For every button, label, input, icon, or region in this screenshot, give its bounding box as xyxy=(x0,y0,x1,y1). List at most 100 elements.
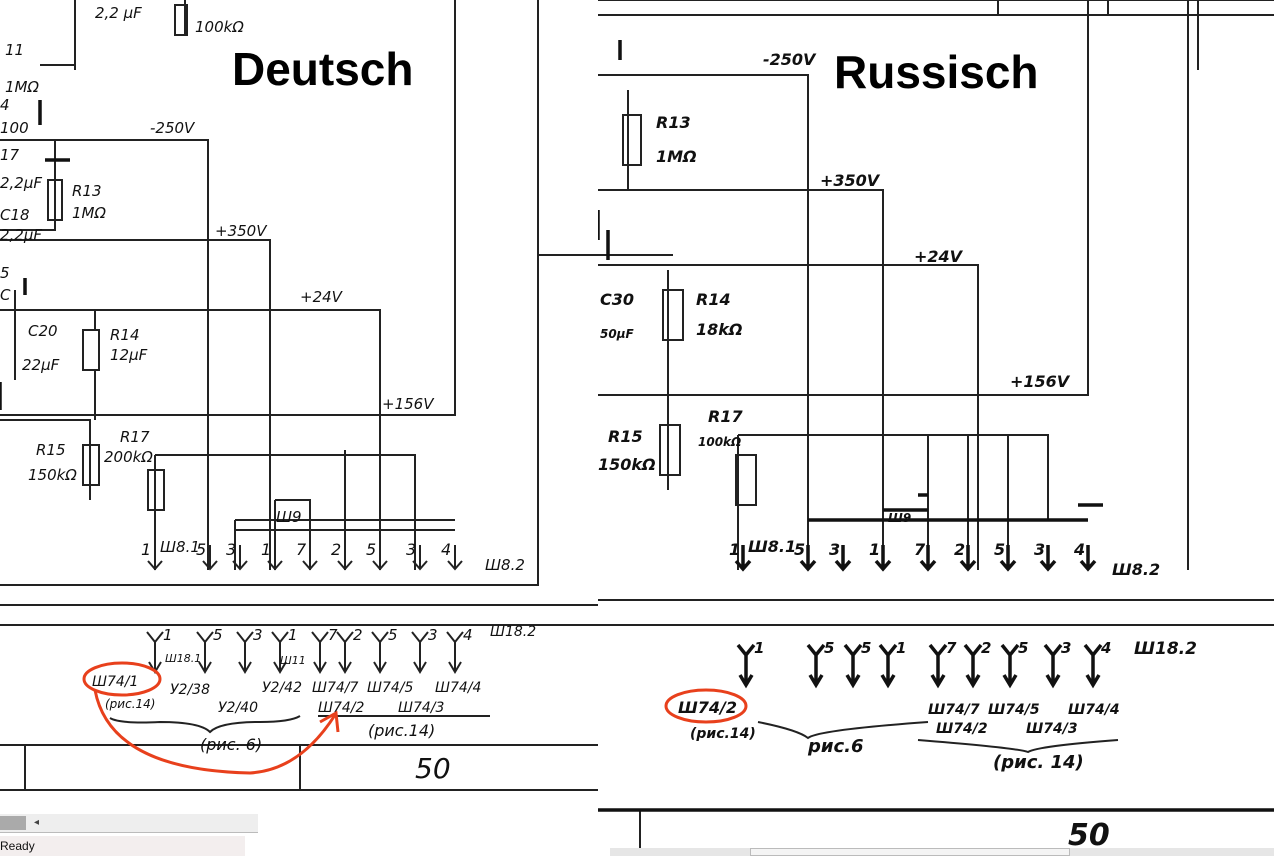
pin-number: 5 xyxy=(861,639,871,657)
label: 100kΩ xyxy=(195,18,244,36)
pin-number: 3 xyxy=(829,540,840,559)
pin-number: 5 xyxy=(1018,639,1028,657)
status-bar: Ready xyxy=(0,836,245,856)
pin-number: 3 xyxy=(226,540,236,559)
label: 22μF xyxy=(22,356,60,374)
label: Ш18.2 xyxy=(1134,639,1197,659)
connector-pin: 3 xyxy=(226,540,248,571)
connector-pin: 4 xyxy=(1073,540,1097,572)
connector-pin: 3 xyxy=(406,540,428,571)
connector-fork-pin: 1 xyxy=(736,639,764,689)
pin-number: 3 xyxy=(406,540,416,559)
scrollbar-thumb[interactable] xyxy=(0,816,26,830)
label: (рис.14) xyxy=(690,726,756,742)
connector-pin: 7 xyxy=(914,540,937,572)
label: Ш74/2 xyxy=(678,698,737,717)
pin-number: 2 xyxy=(353,626,363,644)
scroll-left-icon[interactable]: ◂ xyxy=(34,817,40,828)
connector-fork-pin: 3 xyxy=(236,626,263,674)
label: 100kΩ xyxy=(698,435,741,449)
pin-number: 4 xyxy=(441,540,451,559)
label: C18 xyxy=(0,206,30,224)
label: 100 xyxy=(0,119,29,137)
language-label: Russisch xyxy=(834,46,1039,98)
red-annotation xyxy=(664,688,748,724)
connector-fork-pin: 3 xyxy=(411,626,438,674)
label: (рис. 6) xyxy=(200,735,262,754)
pin-number: 3 xyxy=(1061,639,1071,657)
label: 17 xyxy=(0,146,20,164)
label: -250V xyxy=(763,50,817,69)
label: 18kΩ xyxy=(696,320,743,339)
red-annotation xyxy=(82,661,340,775)
connector-fork-pin: 5 xyxy=(1000,639,1028,689)
label: R15 xyxy=(36,441,66,459)
connector-pin: 1 xyxy=(729,540,752,572)
wires xyxy=(0,0,598,791)
label: Ш74/5 xyxy=(988,702,1040,718)
label: Ш74/2 xyxy=(936,721,988,737)
connector-label: Ш9 xyxy=(888,511,911,525)
label: Ш74/3 xyxy=(1026,721,1078,737)
label: 200kΩ xyxy=(104,448,153,466)
label: (рис.14) xyxy=(368,721,435,740)
connector-fork-pin: 2 xyxy=(336,626,363,674)
pin-number: 1 xyxy=(869,540,880,559)
label: (рис.14) xyxy=(105,697,155,711)
label: рис.6 xyxy=(807,736,864,757)
scrollbar-thumb[interactable] xyxy=(750,848,1070,856)
russian-schematic: Russisch -250V R13 1MΩ +350V +24V C30 50… xyxy=(598,0,1274,853)
connector-pin: 5 xyxy=(794,540,817,572)
label: 50μF xyxy=(600,327,635,341)
connector-fork-pin: 5 xyxy=(371,626,398,674)
pin-number: 1 xyxy=(896,639,906,657)
pin-number: 7 xyxy=(914,540,926,559)
connector-label: Ш8.1 xyxy=(748,537,796,556)
pin-number: 2 xyxy=(981,639,991,657)
status-text: Ready xyxy=(0,839,35,853)
label: Ш74/3 xyxy=(398,700,444,716)
connector-label: Ш8.2 xyxy=(1112,560,1160,579)
bottom-labels: Ш18.2 Ш18.1 Ш11 Ш74/1 (рис.14) У2/38 У2/… xyxy=(92,624,536,785)
label: -250V xyxy=(150,119,196,137)
pin-number: 1 xyxy=(288,626,298,644)
connector-label: Ш9 xyxy=(276,508,302,526)
connector-fork-pin: 5 xyxy=(843,639,871,689)
connector-pin: 7 xyxy=(296,540,318,571)
connector-fork-pin: 2 xyxy=(963,639,991,689)
connector-pin: 1 xyxy=(869,540,892,572)
label: 150kΩ xyxy=(28,466,77,484)
label: +156V xyxy=(1010,372,1071,391)
label: Ш74/2 xyxy=(318,700,365,716)
component-labels: -250V R13 1MΩ +350V +24V C30 50μF R14 18… xyxy=(598,50,1160,579)
russian-schematic-panel: Russisch -250V R13 1MΩ +350V +24V C30 50… xyxy=(598,0,1274,856)
connector-pin: 5 xyxy=(994,540,1017,572)
label: Ш18.2 xyxy=(490,624,536,640)
pin-number: 5 xyxy=(388,626,398,644)
horizontal-scrollbar[interactable] xyxy=(610,848,1274,856)
pin-number: 2 xyxy=(954,540,965,559)
label: Ш74/7 xyxy=(312,680,359,696)
label: 2,2μF xyxy=(0,226,42,244)
label: R14 xyxy=(696,290,731,309)
pin-number: 5 xyxy=(196,540,206,559)
horizontal-scrollbar[interactable]: ◂ xyxy=(0,814,258,833)
label: +350V xyxy=(215,222,268,240)
german-schematic-panel: Deutsch 2,2 μF 100kΩ 11 1MΩ 4 100 -250V … xyxy=(0,0,598,856)
label: 4 xyxy=(0,96,10,114)
pin-number: 7 xyxy=(296,540,307,559)
pin-number: 1 xyxy=(261,540,271,559)
label: +156V xyxy=(382,395,435,413)
label: Ш74/5 xyxy=(367,680,414,696)
page-number: 50 xyxy=(1068,818,1110,853)
label: C30 xyxy=(600,290,634,309)
connector-fork-pin: 1 xyxy=(146,626,173,674)
pin-number: 5 xyxy=(794,540,805,559)
german-schematic: Deutsch 2,2 μF 100kΩ 11 1MΩ 4 100 -250V … xyxy=(0,0,598,791)
connector-fork-pin: 3 xyxy=(1043,639,1071,689)
label: 11 xyxy=(5,41,24,59)
connector-fork-pin: 4 xyxy=(1083,639,1111,689)
